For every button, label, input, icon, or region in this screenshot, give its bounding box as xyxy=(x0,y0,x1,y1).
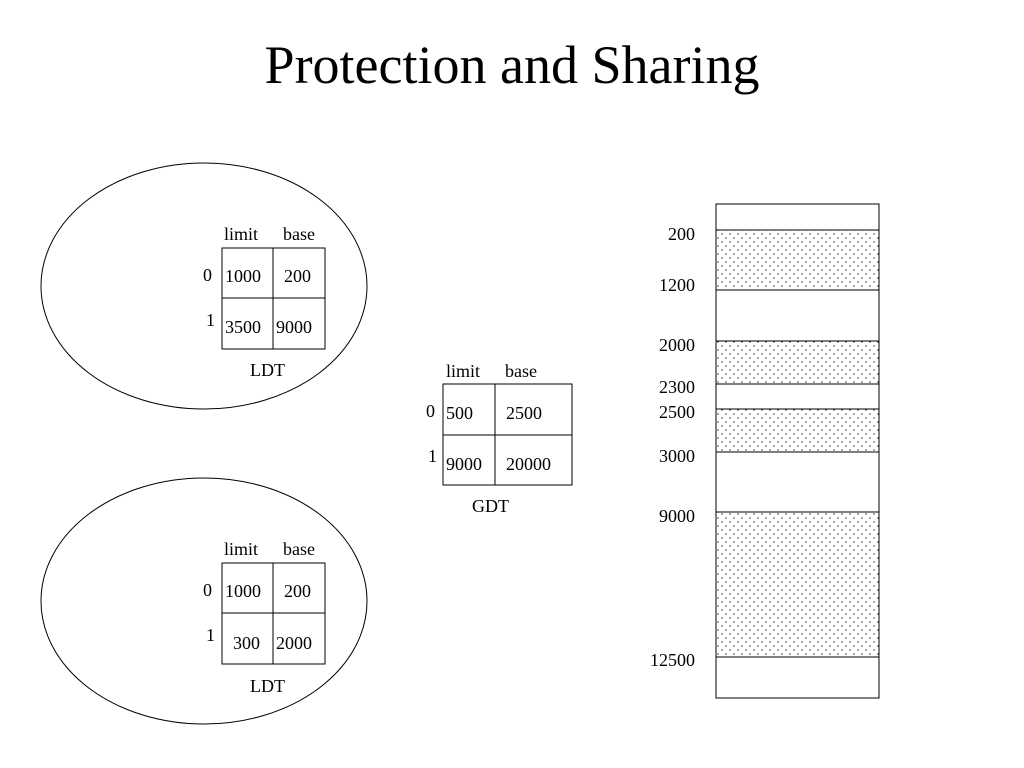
address-label: 3000 xyxy=(659,446,695,466)
address-label: 1200 xyxy=(659,275,695,295)
gdt-row-0-index: 0 xyxy=(426,401,435,421)
ldt-2-table-grid xyxy=(221,562,326,665)
process-1-ellipse xyxy=(40,162,368,410)
gdt-row-1-index: 1 xyxy=(428,446,437,466)
ldt-1-row-1-base: 9000 xyxy=(276,317,312,337)
ldt-2-label: LDT xyxy=(250,676,285,696)
gdt-row-1-limit: 9000 xyxy=(446,454,482,474)
memory-segment xyxy=(715,511,880,658)
ldt-2-base-header: base xyxy=(283,539,315,559)
address-label: 2300 xyxy=(659,377,695,397)
ldt-2-row-1-limit: 300 xyxy=(233,633,260,653)
address-label: 2000 xyxy=(659,335,695,355)
address-label: 12500 xyxy=(650,650,695,670)
memory-segment xyxy=(715,229,880,291)
ldt-2-row-0-index: 0 xyxy=(203,580,212,600)
gdt-row-1-base: 20000 xyxy=(506,454,551,474)
ldt-1-label: LDT xyxy=(250,360,285,380)
gdt-label: GDT xyxy=(472,496,509,516)
page-title: Protection and Sharing xyxy=(264,35,760,95)
address-label: 200 xyxy=(668,224,695,244)
ldt-1-row-0-index: 0 xyxy=(203,265,212,285)
ldt-2-row-1-index: 1 xyxy=(206,625,215,645)
memory-column xyxy=(715,203,880,699)
ldt-1-table-grid xyxy=(221,247,326,350)
process-2-ellipse xyxy=(40,477,368,725)
memory-segment xyxy=(715,340,880,385)
ldt-1-base-header: base xyxy=(283,224,315,244)
gdt-limit-header: limit xyxy=(446,361,481,381)
ldt-2-row-0-base: 200 xyxy=(284,581,311,601)
gdt-row-0-limit: 500 xyxy=(446,403,473,423)
ldt-1-row-1-index: 1 xyxy=(206,310,215,330)
gdt-table-grid xyxy=(442,383,573,486)
gdt-row-0-base: 2500 xyxy=(506,403,542,423)
ldt-1-row-0-limit: 1000 xyxy=(225,266,261,286)
address-label: 2500 xyxy=(659,402,695,422)
ldt-2-row-1-base: 2000 xyxy=(276,633,312,653)
ldt-2-limit-header: limit xyxy=(224,539,259,559)
address-label: 9000 xyxy=(659,506,695,526)
ldt-1-limit-header: limit xyxy=(224,224,259,244)
gdt-base-header: base xyxy=(505,361,537,381)
memory-segment xyxy=(715,408,880,453)
ldt-1-row-1-limit: 3500 xyxy=(225,317,261,337)
ldt-1-row-0-base: 200 xyxy=(284,266,311,286)
ldt-2-row-0-limit: 1000 xyxy=(225,581,261,601)
